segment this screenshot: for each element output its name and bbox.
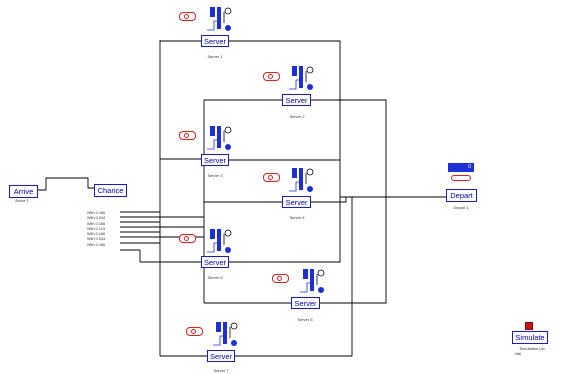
server-caption: Server 5 — [207, 275, 223, 280]
wire-out-s6 — [320, 197, 387, 304]
depart-counter-indicator — [451, 175, 471, 181]
server-block[interactable]: Server — [291, 297, 320, 309]
server-block[interactable]: Server — [201, 154, 229, 166]
entity-token-icon — [272, 274, 289, 283]
entity-token-icon — [263, 72, 280, 81]
simulate-caption: Simulation Lib — [519, 346, 545, 351]
server-caption: Server 7 — [213, 368, 229, 373]
arrive-block[interactable]: Arrive — [9, 185, 38, 198]
simulate-caption-2: Vail — [514, 351, 522, 356]
server-caption: Server 3 — [207, 173, 223, 178]
queue-server-icon — [289, 66, 314, 90]
wire-arrive-chance — [38, 177, 94, 191]
probability-label: With 0.113 — [87, 226, 105, 231]
server-block[interactable]: Server — [201, 256, 229, 268]
queue-server-icon — [289, 168, 314, 192]
queue-server-icon — [300, 269, 325, 293]
probability-label: With 0.166 — [87, 242, 106, 247]
simulate-button[interactable]: Simulate — [512, 331, 548, 344]
wire-out-s2 — [311, 99, 387, 197]
probability-label: With 0.166 — [87, 232, 106, 237]
server-block[interactable]: Server — [207, 350, 235, 362]
server-block[interactable]: Server — [282, 196, 311, 208]
entity-token-icon — [179, 234, 196, 243]
wire-out-s1 — [229, 40, 341, 197]
wire-out-s7 — [235, 197, 353, 357]
entity-token-icon — [179, 12, 196, 21]
server-block[interactable]: Server — [282, 94, 311, 106]
entity-token-icon — [186, 327, 203, 336]
depart-block[interactable]: Depart — [446, 189, 477, 202]
arrive-caption: Arrive 1 — [15, 198, 29, 203]
server-block[interactable]: Server — [201, 35, 229, 47]
server-caption: Server 2 — [289, 114, 305, 119]
probability-label: With 0.166 — [87, 211, 106, 215]
server-caption: Server 1 — [207, 54, 223, 59]
chance-block[interactable]: Chance — [94, 184, 127, 197]
queue-server-icon — [207, 7, 232, 31]
depart-caption: Depart 1 — [453, 205, 469, 210]
server-caption: Server 4 — [289, 215, 305, 220]
entity-token-icon — [179, 131, 196, 140]
wire-out-s5 — [229, 197, 341, 263]
probability-label: With 0.044 — [87, 237, 106, 242]
queue-server-icon — [207, 126, 232, 150]
wire-out-s4 — [311, 197, 347, 203]
queue-server-icon — [213, 322, 238, 346]
queue-server-icon — [207, 229, 232, 253]
chance-probability-list: With 0.166 With 0.044 With 0.166 With 0.… — [87, 211, 119, 248]
depart-counter: 0 — [448, 163, 474, 172]
probability-label: With 0.044 — [87, 216, 106, 221]
simulation-icon — [525, 322, 533, 330]
probability-label: With 0.166 — [87, 221, 106, 226]
server-caption: Server 6 — [297, 317, 313, 322]
entity-token-icon — [263, 173, 280, 182]
